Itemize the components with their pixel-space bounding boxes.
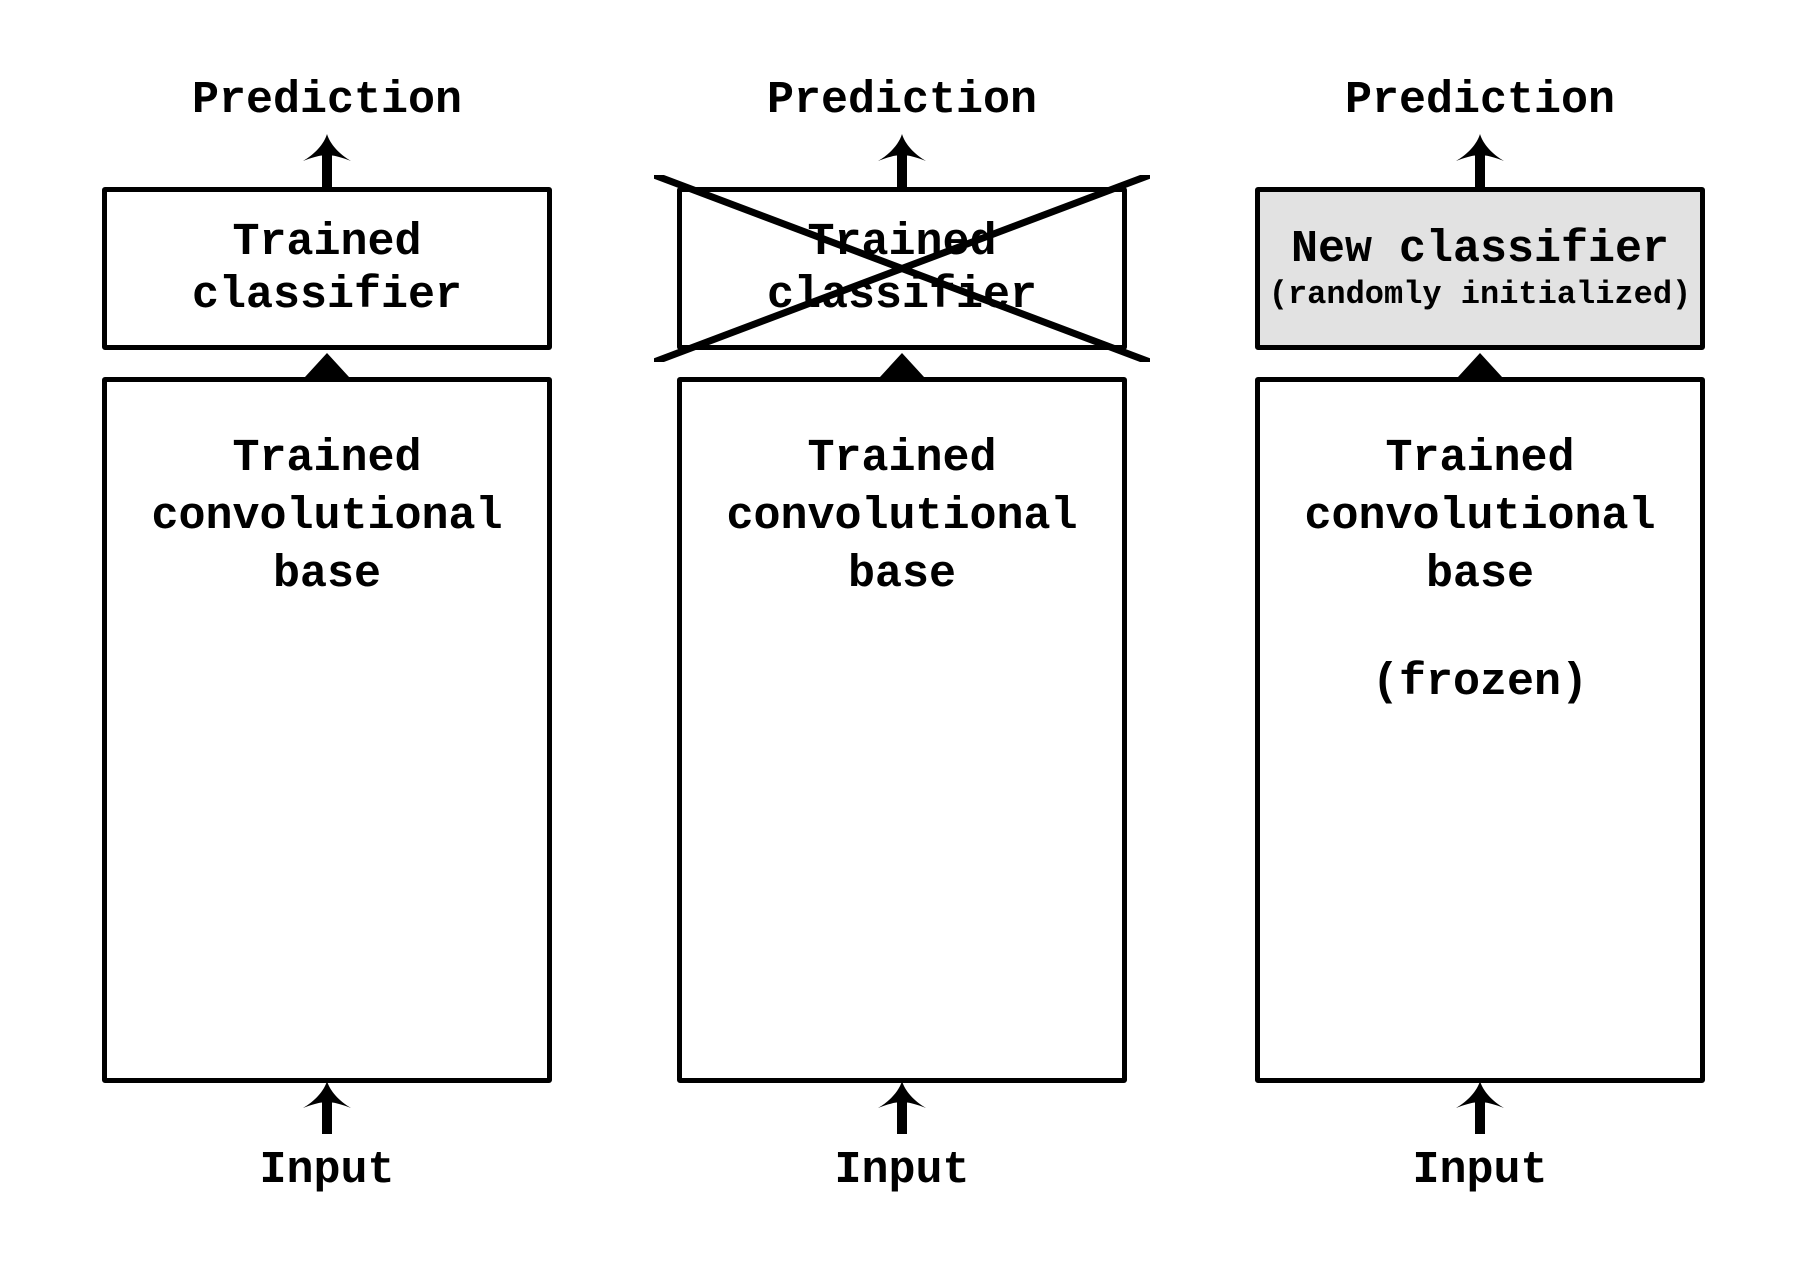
prediction-label: Prediction (766, 75, 1038, 126)
trained-classifier-box: Trained classifier (102, 187, 552, 350)
classifier-box-sublabel: (randomly initialized) (1268, 275, 1692, 313)
trained-convolutional-base-box: Trained convolutional base (102, 377, 552, 1083)
trained-classifier-box: Trained classifier (677, 187, 1127, 350)
arrowhead-icon (305, 353, 349, 377)
input-label: Input (1412, 1145, 1548, 1196)
base-box-label: Trained (807, 433, 997, 484)
classifier-box-label: classifier (766, 269, 1038, 321)
frozen-note-label: (frozen) (1371, 657, 1589, 708)
up-arrow-icon (1456, 1081, 1504, 1134)
base-box-label: base (272, 549, 382, 600)
frozen-convolutional-base-box: Trained convolutional base (frozen) (1255, 377, 1705, 1083)
prediction-label: Prediction (191, 75, 463, 126)
up-arrow-icon (878, 1081, 926, 1134)
arrowhead-icon (1458, 353, 1502, 377)
panel-trained-classifier: Prediction Trained classifier Trained co… (102, 0, 552, 1265)
arrowhead-icon (880, 353, 924, 377)
base-box-label: convolutional (726, 491, 1078, 542)
classifier-box-label: New classifier (1290, 223, 1670, 275)
classifier-box-label: Trained (807, 216, 997, 268)
prediction-label: Prediction (1344, 75, 1616, 126)
panel-new-classifier-frozen-base: Prediction New classifier (randomly init… (1255, 0, 1705, 1265)
input-label: Input (834, 1145, 970, 1196)
base-box-label: base (1425, 549, 1535, 600)
base-box-label: Trained (232, 433, 422, 484)
up-arrow-icon (878, 134, 926, 187)
up-arrow-icon (1456, 134, 1504, 187)
up-arrow-icon (303, 1081, 351, 1134)
base-box-label: convolutional (1304, 491, 1656, 542)
new-classifier-box: New classifier (randomly initialized) (1255, 187, 1705, 350)
classifier-box-label: Trained (232, 216, 422, 268)
base-box-label: Trained (1385, 433, 1575, 484)
up-arrow-icon (303, 134, 351, 187)
classifier-box-label: classifier (191, 269, 463, 321)
input-label: Input (259, 1145, 395, 1196)
panel-discarded-classifier: Prediction Trained classifier Trained co… (654, 0, 1150, 1265)
base-box-label: base (847, 549, 957, 600)
base-box-label: convolutional (151, 491, 503, 542)
trained-convolutional-base-box: Trained convolutional base (677, 377, 1127, 1083)
